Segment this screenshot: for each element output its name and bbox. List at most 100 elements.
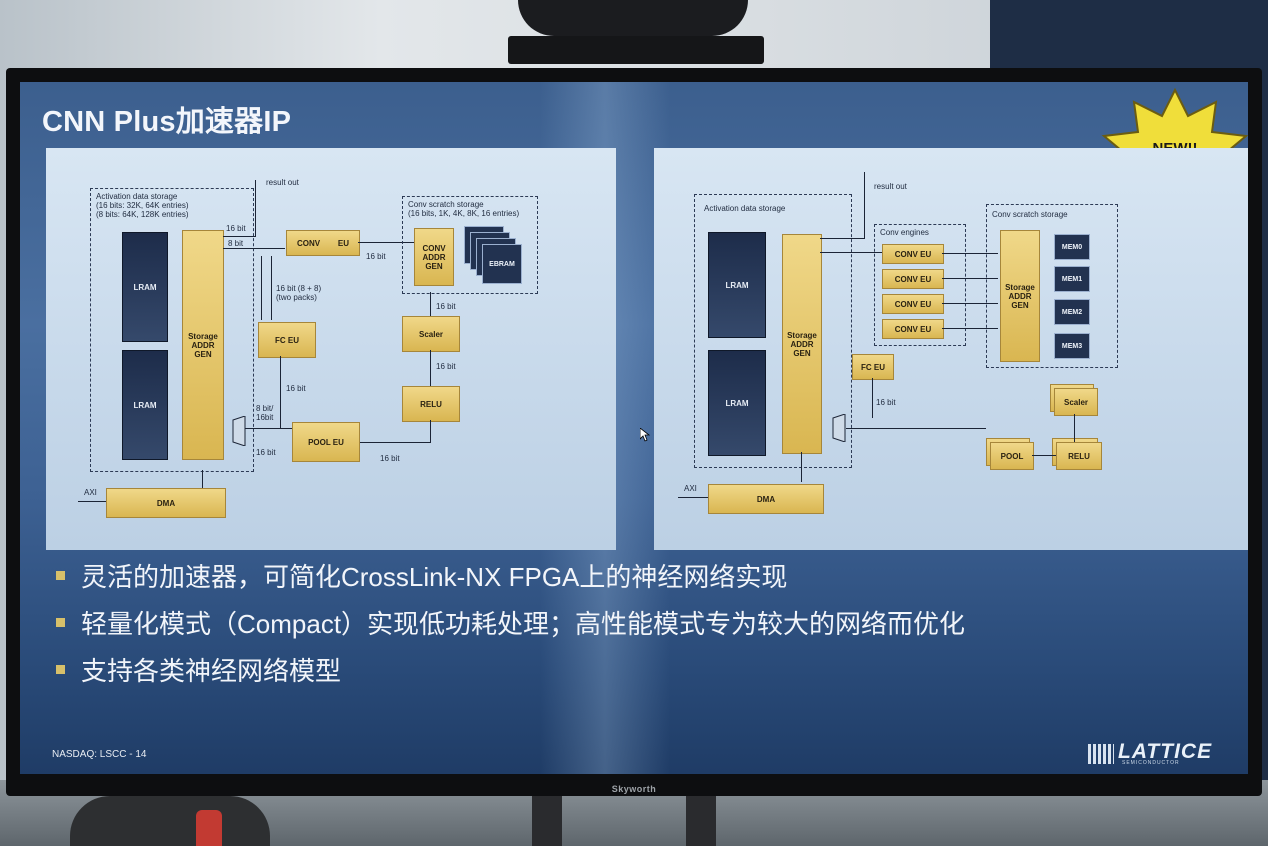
storage-addr-gen: Storage ADDR GEN: [782, 234, 822, 454]
wire: [261, 256, 262, 320]
wire: [801, 452, 802, 482]
width-label: 16 bit: [256, 448, 276, 457]
bullet-marker: [56, 618, 65, 627]
bullet-item: 轻量化模式（Compact）实现低功耗处理；高性能模式专为较大的网络而优化: [56, 599, 965, 646]
monitor-stand-right: [686, 795, 716, 846]
bullet-text: 灵活的加速器，可简化CrossLink-NX FPGA上的神经网络实现: [81, 562, 788, 592]
slide: CNN Plus加速器IP NEW!! Activation data stor…: [20, 82, 1248, 774]
webcam: [518, 0, 748, 36]
mem-block: MEM1: [1054, 266, 1090, 292]
bullet-marker: [56, 665, 65, 674]
wire: [430, 292, 431, 316]
dma-block: DMA: [708, 484, 824, 514]
conv-eu-block: CONV EU: [286, 230, 360, 256]
eu-label: EU: [337, 238, 350, 248]
width-label: 16 bit: [436, 302, 456, 311]
width-label: 16 bit: [380, 454, 400, 463]
fc-eu-block: FC EU: [852, 354, 894, 380]
mem-block: MEM0: [1054, 234, 1090, 260]
relu-block: RELU: [1056, 442, 1102, 470]
activation-storage-box: [90, 188, 254, 472]
bullet-list: 灵活的加速器，可简化CrossLink-NX FPGA上的神经网络实现 轻量化模…: [56, 552, 965, 693]
wire: [820, 252, 882, 253]
mouse-cursor-icon: [640, 428, 650, 442]
wire: [820, 238, 864, 239]
wire: [1032, 455, 1056, 456]
conv-scratch-label: Conv scratch storage: [992, 210, 1068, 219]
width-label: 16 bit: [366, 252, 386, 261]
logo-subtext: SEMICONDUCTOR: [1122, 760, 1180, 766]
result-out-label: result out: [874, 182, 907, 191]
wire: [78, 501, 106, 502]
conv-eu-block: CONV EU: [882, 294, 944, 314]
lram-block: LRAM: [122, 232, 168, 342]
conv-scratch-box: [402, 196, 538, 294]
width-label: 16 bit: [876, 398, 896, 407]
person-silhouette: [70, 796, 270, 846]
diagram-compact: Activation data storage (16 bits: 32K, 6…: [46, 148, 616, 550]
wire: [942, 328, 998, 329]
scaler-block: Scaler: [402, 316, 460, 352]
fc-eu-block: FC EU: [258, 322, 316, 358]
bullet-item: 灵活的加速器，可简化CrossLink-NX FPGA上的神经网络实现: [56, 552, 965, 599]
wire: [1074, 414, 1075, 442]
bullet-marker: [56, 571, 65, 580]
activation-storage-label: Activation data storage (16 bits: 32K, 6…: [96, 192, 189, 219]
monitor-brand: Skyworth: [611, 784, 657, 794]
wire: [942, 303, 998, 304]
axi-label: AXI: [84, 488, 97, 497]
wire: [942, 253, 998, 254]
activation-storage-label: Activation data storage: [704, 204, 786, 213]
activation-storage-box: [694, 194, 852, 468]
conv-scratch-box: [986, 204, 1118, 368]
lattice-logo: LATTICE SEMICONDUCTOR: [1088, 740, 1226, 768]
wire: [223, 248, 285, 249]
conv-scratch-label: Conv scratch storage (16 bits, 1K, 4K, 8…: [408, 200, 520, 218]
bullet-item: 支持各类神经网络模型: [56, 646, 965, 693]
mem-block: MEM3: [1054, 333, 1090, 359]
wire: [223, 236, 255, 237]
mux-icon: [832, 414, 846, 442]
slide-footer: NASDAQ: LSCC - 14: [52, 749, 147, 760]
lram-block: LRAM: [708, 350, 766, 456]
result-out-label: result out: [266, 178, 299, 187]
lattice-logo-icon: [1088, 744, 1114, 764]
ebram-block: EBRAM: [482, 244, 522, 284]
bottle: [196, 810, 222, 846]
width-label: 16 bit: [286, 384, 306, 393]
conv-label: CONV: [296, 238, 321, 248]
width-label: 16 bit: [226, 224, 246, 233]
scaler-block: Scaler: [1054, 388, 1098, 416]
monitor: Skyworth CNN Plus加速器IP NEW!! Activation …: [6, 68, 1262, 796]
mem-block: MEM2: [1054, 299, 1090, 325]
storage-addr-gen: Storage ADDR GEN: [182, 230, 224, 460]
wire: [430, 350, 431, 386]
wire: [244, 428, 292, 429]
width-label: 16 bit: [436, 362, 456, 371]
wire: [846, 428, 986, 429]
bullet-text: 轻量化模式（Compact）实现低功耗处理；高性能模式专为较大的网络而优化: [81, 609, 966, 639]
wire: [255, 180, 256, 237]
bullet-text: 支持各类神经网络模型: [81, 656, 342, 686]
relu-block: RELU: [402, 386, 460, 422]
wire: [358, 242, 416, 243]
monitor-stand-left: [532, 795, 562, 846]
pool-eu-block: POOL EU: [292, 422, 360, 462]
pool-block: POOL: [990, 442, 1034, 470]
width-label: 8 bit/ 16bit: [256, 404, 274, 422]
logo-text: LATTICE: [1118, 740, 1213, 763]
wire: [280, 356, 281, 428]
diagram-high-performance: Activation data storage LRAM LRAM Storag…: [654, 148, 1248, 550]
axi-label: AXI: [684, 484, 697, 493]
lram-block: LRAM: [122, 350, 168, 460]
wire: [942, 278, 998, 279]
conv-eu-block: CONV EU: [882, 319, 944, 339]
wire: [430, 420, 431, 442]
wire: [202, 470, 203, 488]
width-label: 8 bit: [228, 239, 244, 248]
wire: [872, 378, 873, 418]
wire: [678, 497, 708, 498]
wire: [271, 256, 272, 320]
wire: [864, 172, 865, 239]
dma-block: DMA: [106, 488, 226, 518]
